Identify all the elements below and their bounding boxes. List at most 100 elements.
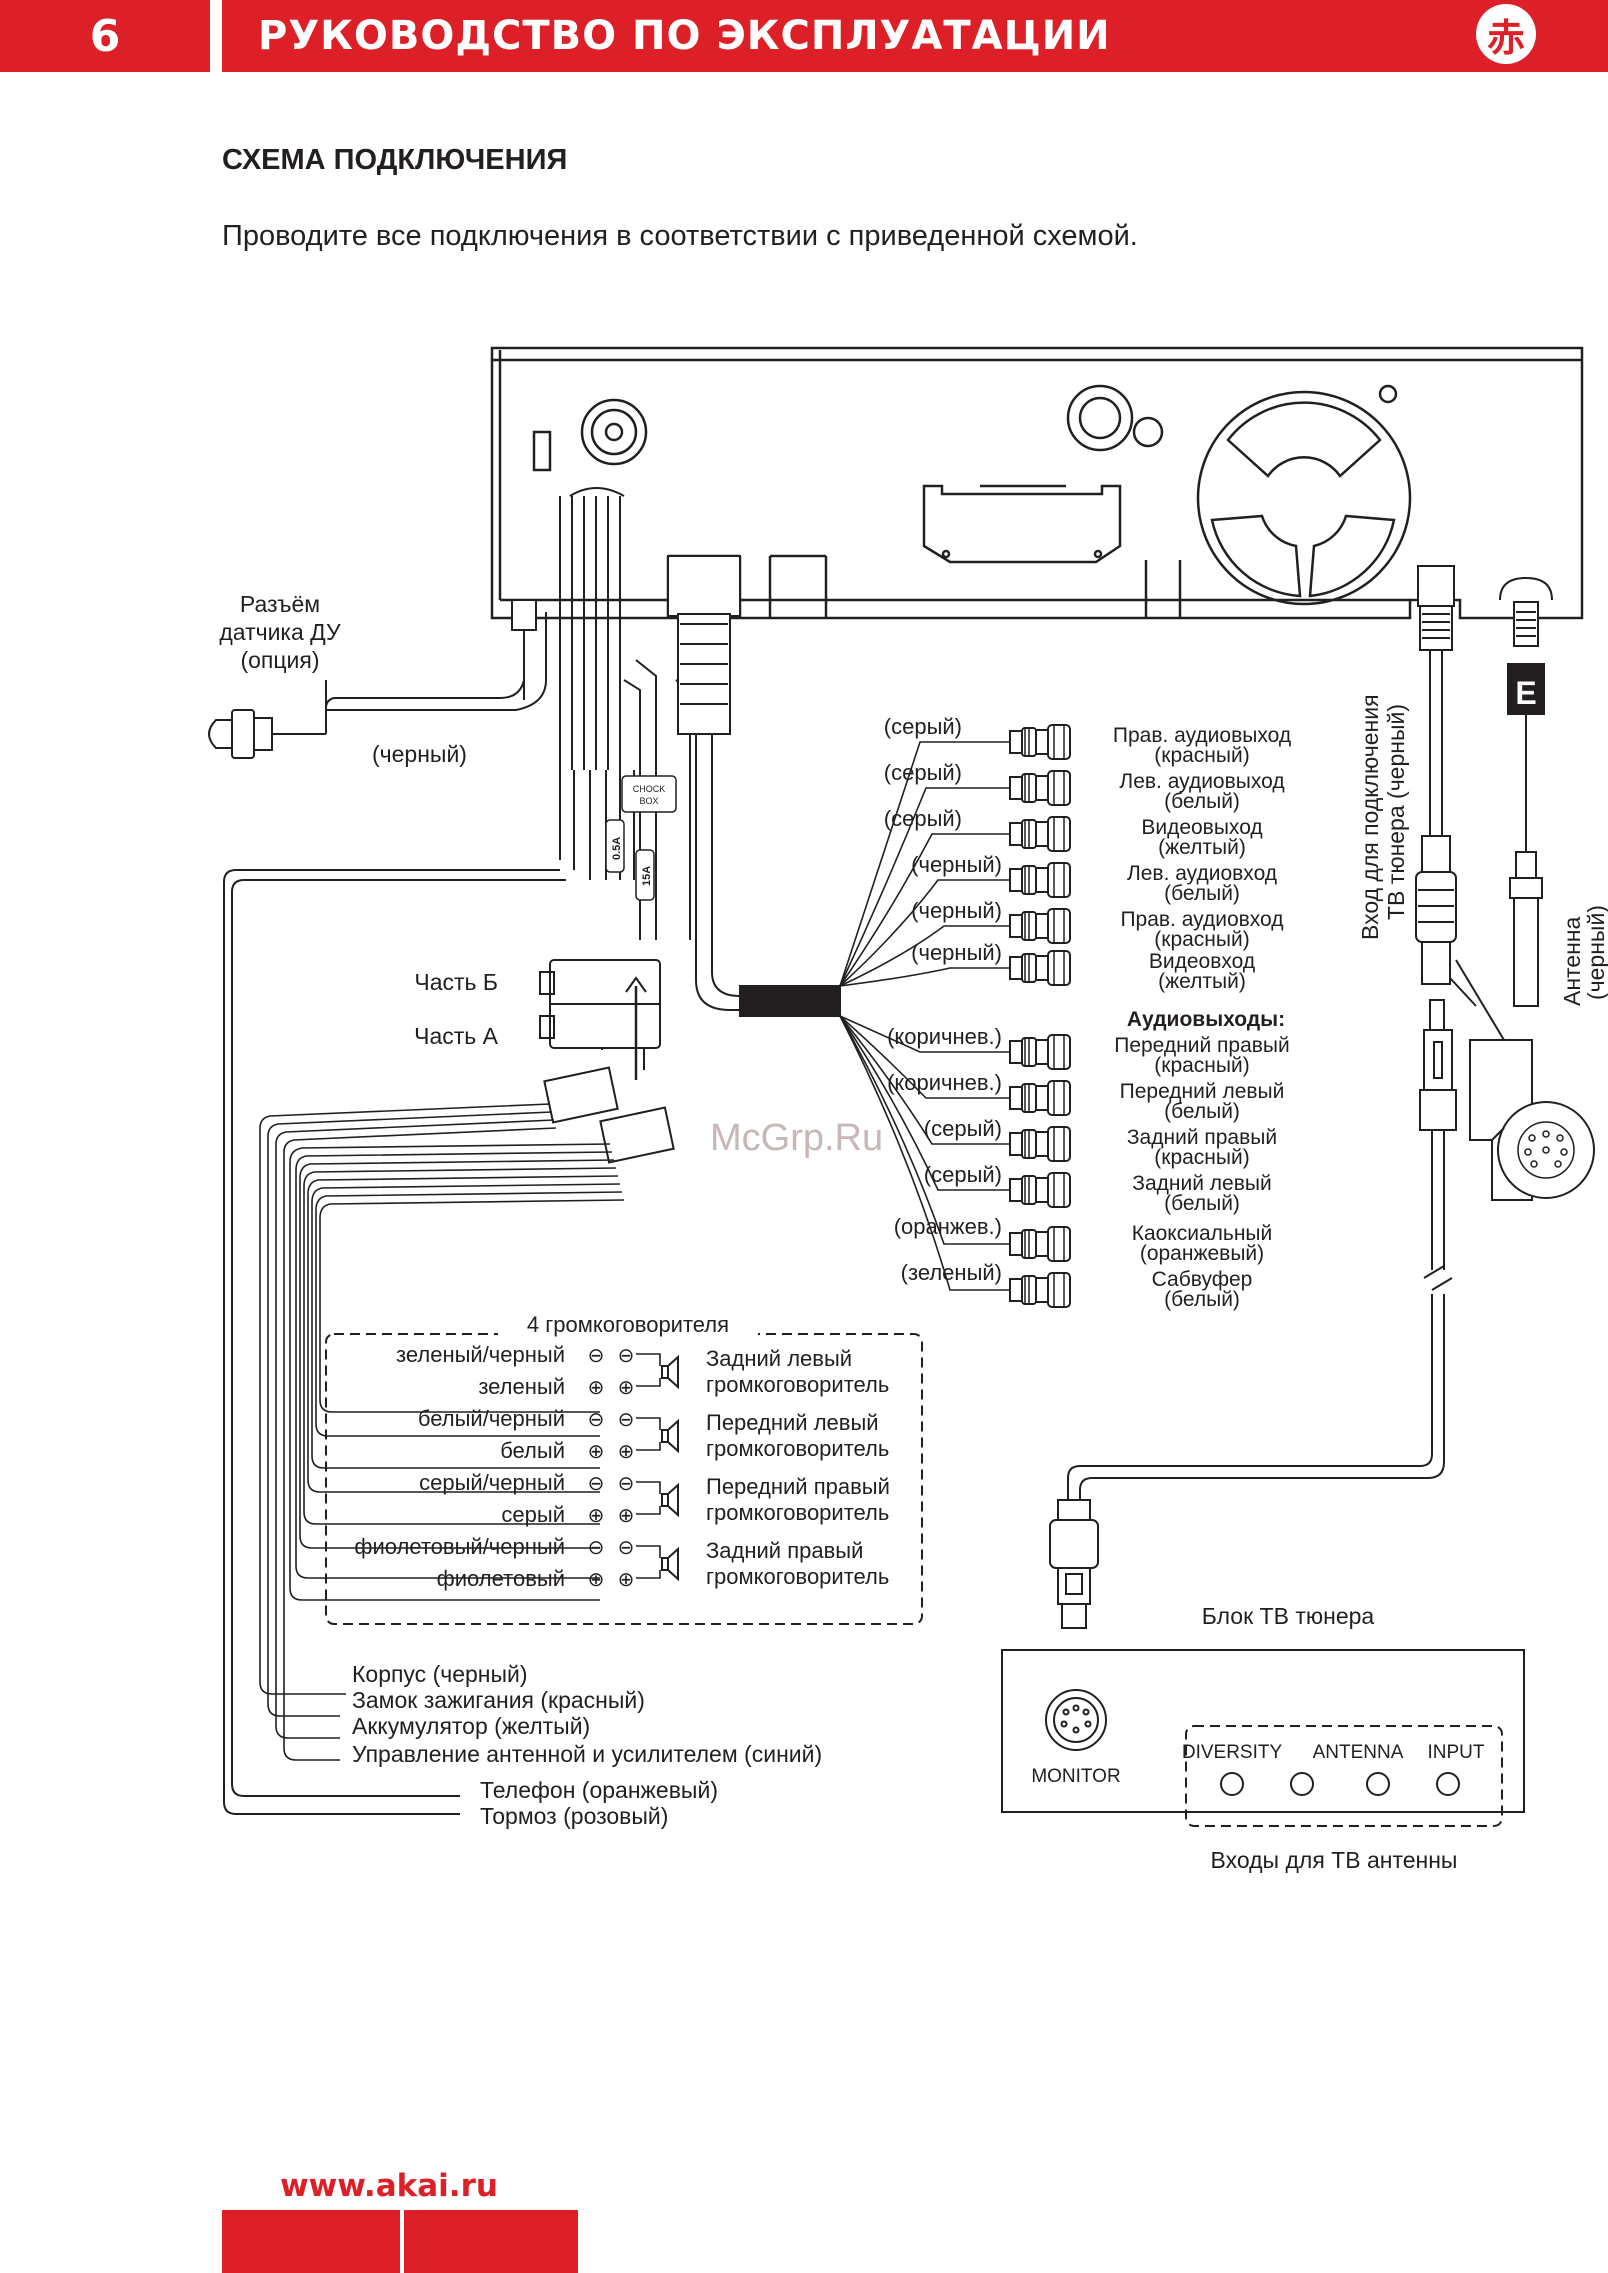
speaker-label: Передний правый [706, 1474, 890, 1499]
rca-wire-label: (черный) [911, 898, 1002, 923]
footer-block [404, 2210, 578, 2273]
rca-labels: (серый) (серый) (серый) (черный) (черный… [884, 714, 1291, 1311]
speaker-wire-label: серый [501, 1502, 565, 1527]
minus-terminal-icon: ⊖ [588, 1409, 605, 1431]
rca-plug [1009, 724, 1071, 760]
rca-port-label: (красный) [1154, 1054, 1249, 1077]
watermark-text: McGrp.Ru [710, 1117, 883, 1159]
part-b-label: Часть Б [414, 969, 498, 995]
rca-plug [1009, 1126, 1071, 1162]
antenna-cable [1499, 576, 1553, 1007]
header-title: РУКОВОДСТВО ПО ЭКСПЛУАТАЦИИ [258, 13, 1111, 59]
speaker-lead [636, 1353, 661, 1387]
power-wire-label: Телефон (оранжевый) [480, 1777, 718, 1803]
rca-port-label: (красный) [1154, 928, 1249, 951]
footer-url[interactable]: www.akai.ru [280, 2168, 498, 2204]
check-box: CHOCK BOX [621, 775, 677, 813]
plus-terminal-icon: ⊕ [618, 1441, 635, 1463]
footer-block [222, 2210, 400, 2273]
rca-wire [839, 1015, 1010, 1245]
rca-plug [1009, 1172, 1071, 1208]
rca-wire [839, 741, 1010, 987]
section-intro: Проводите все подключения в соответствии… [222, 220, 1138, 252]
power-wire-label: Тормоз (розовый) [480, 1803, 668, 1829]
rca-plug [1009, 1080, 1071, 1116]
rca-port-label: Сабвуфер [1152, 1268, 1253, 1291]
header-bar [222, 0, 1608, 72]
rca-plugs [1009, 724, 1071, 1308]
rca-wire-label: (черный) [911, 940, 1002, 965]
minus-terminal-icon: ⊖ [618, 1409, 635, 1431]
plus-terminal-icon: ⊕ [588, 1505, 605, 1527]
rca-wire [839, 787, 1010, 987]
rca-fan-wires [839, 741, 1010, 1291]
rca-wire [839, 1015, 1010, 1291]
speaker-icon [661, 1548, 679, 1580]
remote-sensor-label: Разъём [240, 591, 320, 617]
remote-sensor-label: датчика ДУ [219, 619, 341, 645]
remote-sensor-connector [208, 599, 537, 759]
rca-port-label: Лев. аудиовыход [1119, 770, 1284, 793]
speaker-label: громкоговоритель [706, 1436, 889, 1461]
rca-plug [1009, 862, 1071, 898]
remote-wire-label: (черный) [372, 741, 467, 767]
rca-wire [839, 1015, 1010, 1145]
rca-wire [839, 1015, 1010, 1053]
rca-port-label: (красный) [1154, 1146, 1249, 1169]
minus-terminal-icon: ⊖ [588, 1473, 605, 1495]
rca-port-label: Каоксиальный [1132, 1222, 1273, 1245]
speaker-wire-label: фиолетовый/черный [354, 1534, 565, 1559]
power-wire-label: Замок зажигания (красный) [352, 1687, 645, 1713]
rca-wire-label: (оранжев.) [894, 1214, 1002, 1239]
rca-port-label: (белый) [1164, 1192, 1240, 1215]
fuse-large-label: 15A [641, 866, 653, 886]
rca-port-label: Передний левый [1120, 1080, 1285, 1103]
check-box-label: BOX [639, 796, 658, 806]
rca-port-label: Прав. аудиовыход [1113, 724, 1291, 747]
speaker-rows: зеленый/черный⊖⊖зеленый⊕⊕белый/черный⊖⊖б… [354, 1342, 890, 1591]
speaker-wire-label: зеленый [478, 1374, 565, 1399]
tv-tuner-cable [1049, 565, 1595, 1629]
fuse-small: 0.5A [605, 819, 625, 873]
speaker-icon [661, 1484, 679, 1516]
minus-terminal-icon: ⊖ [618, 1345, 635, 1367]
remote-sensor-label: (опция) [240, 647, 319, 673]
plus-terminal-icon: ⊕ [618, 1377, 635, 1399]
speaker-label: Задний левый [706, 1346, 852, 1371]
fuse-small-label: 0.5A [611, 837, 623, 860]
power-wire-label: Аккумулятор (желтый) [352, 1713, 590, 1739]
rca-wire-label: (серый) [924, 1116, 1002, 1141]
minus-terminal-icon: ⊖ [588, 1345, 605, 1367]
rca-port-label: (красный) [1154, 744, 1249, 767]
rca-wire-label: (серый) [884, 714, 962, 739]
rca-wire [839, 1015, 1010, 1191]
rca-wire [839, 925, 1010, 987]
rca-port-label: (оранжевый) [1140, 1242, 1264, 1265]
power-wire-label: Корпус (черный) [352, 1661, 528, 1687]
tuner-input-label: DIVERSITY [1182, 1742, 1283, 1763]
antenna-label: (черный) [1583, 905, 1608, 1000]
rca-port-label: (белый) [1164, 882, 1240, 905]
speakers-title-bg [498, 1318, 758, 1348]
minus-terminal-icon: ⊖ [618, 1537, 635, 1559]
power-wire-label: Управление антенной и усилителем (синий) [352, 1741, 822, 1767]
plus-terminal-icon: ⊕ [618, 1505, 635, 1527]
plus-terminal-icon: ⊕ [588, 1569, 605, 1591]
iso-plug-a [543, 1066, 675, 1164]
page-number: 6 [0, 0, 210, 72]
rca-wire-label: (коричнев.) [887, 1024, 1002, 1049]
speaker-icon [661, 1420, 679, 1452]
speaker-wire-label: зеленый/черный [396, 1342, 565, 1367]
speaker-lead [636, 1417, 661, 1451]
part-a-label: Часть А [414, 1023, 499, 1049]
section-title: СХЕМА ПОДКЛЮЧЕНИЯ [222, 144, 568, 176]
antenna-letter: E [1515, 675, 1536, 711]
rca-wire-label: (коричнев.) [887, 1070, 1002, 1095]
rca-plug [1009, 770, 1071, 806]
rca-plug [1009, 1226, 1071, 1262]
rca-wire [839, 833, 1010, 987]
speaker-label: громкоговоритель [706, 1564, 889, 1589]
rca-harness-cable [667, 555, 841, 1017]
speaker-label: Передний левый [706, 1410, 879, 1435]
